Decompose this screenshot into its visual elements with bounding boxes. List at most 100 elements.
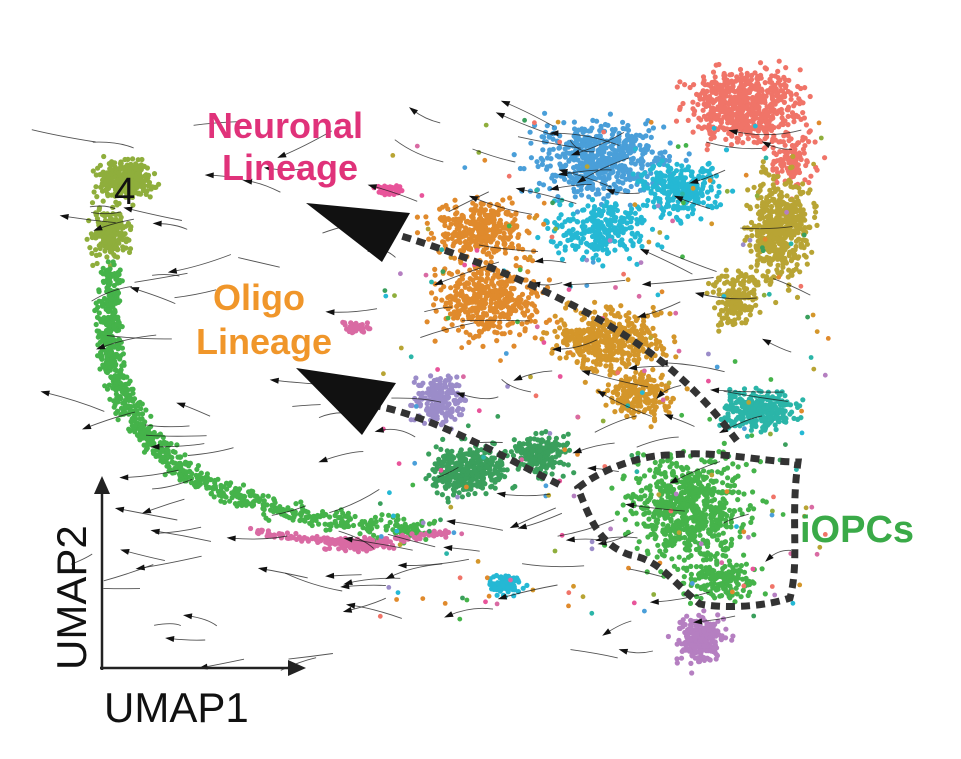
cell-point bbox=[566, 158, 572, 164]
cell-point bbox=[570, 226, 576, 233]
cell-point bbox=[730, 105, 736, 111]
cell-point bbox=[687, 84, 693, 91]
cell-point bbox=[709, 87, 715, 93]
cell-point bbox=[607, 111, 614, 117]
cell-point bbox=[707, 131, 713, 137]
cell-point bbox=[673, 118, 680, 124]
cell-point bbox=[754, 134, 760, 140]
cell-point bbox=[636, 478, 642, 484]
cell-point bbox=[585, 185, 591, 191]
cell-point bbox=[701, 468, 707, 474]
cell-point bbox=[670, 472, 676, 478]
cell-point bbox=[705, 485, 711, 491]
cell-point bbox=[728, 578, 734, 584]
cell-point bbox=[778, 161, 784, 168]
cell-point bbox=[559, 256, 566, 262]
cell-point bbox=[733, 585, 739, 591]
cell-point bbox=[698, 585, 704, 592]
cell-point bbox=[760, 256, 766, 262]
cell-point bbox=[568, 202, 574, 208]
cell-point bbox=[588, 128, 594, 134]
cell-point bbox=[504, 211, 511, 217]
cell-point bbox=[627, 177, 633, 183]
cell-point bbox=[754, 76, 760, 82]
cell-point bbox=[693, 564, 700, 570]
cell-point bbox=[579, 192, 585, 198]
cell-point bbox=[585, 153, 591, 159]
cell-point bbox=[794, 294, 801, 300]
cell-point bbox=[439, 217, 445, 223]
cell-point bbox=[743, 272, 749, 278]
cell-point bbox=[699, 166, 706, 172]
cell-point bbox=[775, 262, 781, 268]
cell-point bbox=[586, 194, 592, 200]
cell-point bbox=[515, 234, 521, 240]
cell-point bbox=[571, 335, 577, 341]
cell-point bbox=[709, 166, 715, 172]
cell-point bbox=[614, 174, 620, 180]
cell-point bbox=[744, 117, 750, 124]
cell-point bbox=[691, 111, 697, 117]
cell-point bbox=[640, 151, 646, 157]
cell-point bbox=[684, 567, 690, 574]
cell-point bbox=[414, 230, 421, 236]
cell-point bbox=[593, 141, 599, 147]
cell-point bbox=[721, 126, 727, 132]
cell-point bbox=[657, 170, 663, 176]
cell-point bbox=[812, 214, 818, 220]
cell-point bbox=[674, 161, 680, 167]
cell-point bbox=[423, 214, 429, 220]
cell-point bbox=[492, 309, 498, 315]
cell-point bbox=[684, 386, 690, 392]
cell-point bbox=[646, 405, 652, 411]
cell-point bbox=[715, 525, 721, 531]
cell-point bbox=[704, 147, 710, 153]
cell-point bbox=[757, 60, 764, 66]
cell-point bbox=[773, 299, 779, 306]
cell-point bbox=[802, 177, 808, 183]
cell-point bbox=[781, 148, 787, 154]
cell-point bbox=[566, 179, 572, 185]
cell-point bbox=[513, 211, 519, 217]
cell-point bbox=[775, 215, 781, 221]
cell-point bbox=[770, 219, 776, 225]
cell-point bbox=[483, 234, 489, 240]
cell-point bbox=[505, 304, 511, 310]
cell-point bbox=[439, 297, 445, 303]
cell-point bbox=[620, 230, 626, 236]
cell-point bbox=[491, 214, 497, 221]
cell-point bbox=[708, 203, 714, 209]
cell-point bbox=[647, 483, 653, 489]
cell-point bbox=[527, 129, 533, 135]
cell-point bbox=[625, 122, 631, 129]
cell-point bbox=[482, 286, 488, 292]
cell-point bbox=[748, 248, 754, 254]
cell-point bbox=[619, 174, 625, 180]
cell-point bbox=[629, 206, 635, 212]
cell-point bbox=[590, 349, 596, 355]
cell-point bbox=[654, 185, 661, 191]
cell-point bbox=[772, 422, 778, 428]
cell-point bbox=[743, 112, 750, 118]
cell-point bbox=[751, 117, 757, 123]
cell-point bbox=[780, 247, 786, 254]
cell-point bbox=[704, 116, 710, 122]
cell-point bbox=[786, 216, 792, 222]
cell-point bbox=[716, 449, 722, 455]
cell-point bbox=[582, 335, 588, 341]
cell-point bbox=[658, 310, 664, 316]
cell-point bbox=[682, 167, 689, 173]
cell-point bbox=[533, 290, 540, 296]
cell-point bbox=[529, 301, 535, 307]
cell-point bbox=[698, 483, 704, 489]
cell-point bbox=[481, 247, 487, 253]
cell-point bbox=[656, 339, 663, 345]
cell-point bbox=[678, 205, 684, 211]
cell-point bbox=[678, 464, 685, 471]
cell-point bbox=[567, 218, 573, 224]
cell-point bbox=[677, 79, 683, 85]
cell-point bbox=[788, 96, 794, 102]
cell-point bbox=[667, 211, 673, 217]
cell-point bbox=[785, 88, 791, 95]
cell-point bbox=[691, 82, 697, 88]
